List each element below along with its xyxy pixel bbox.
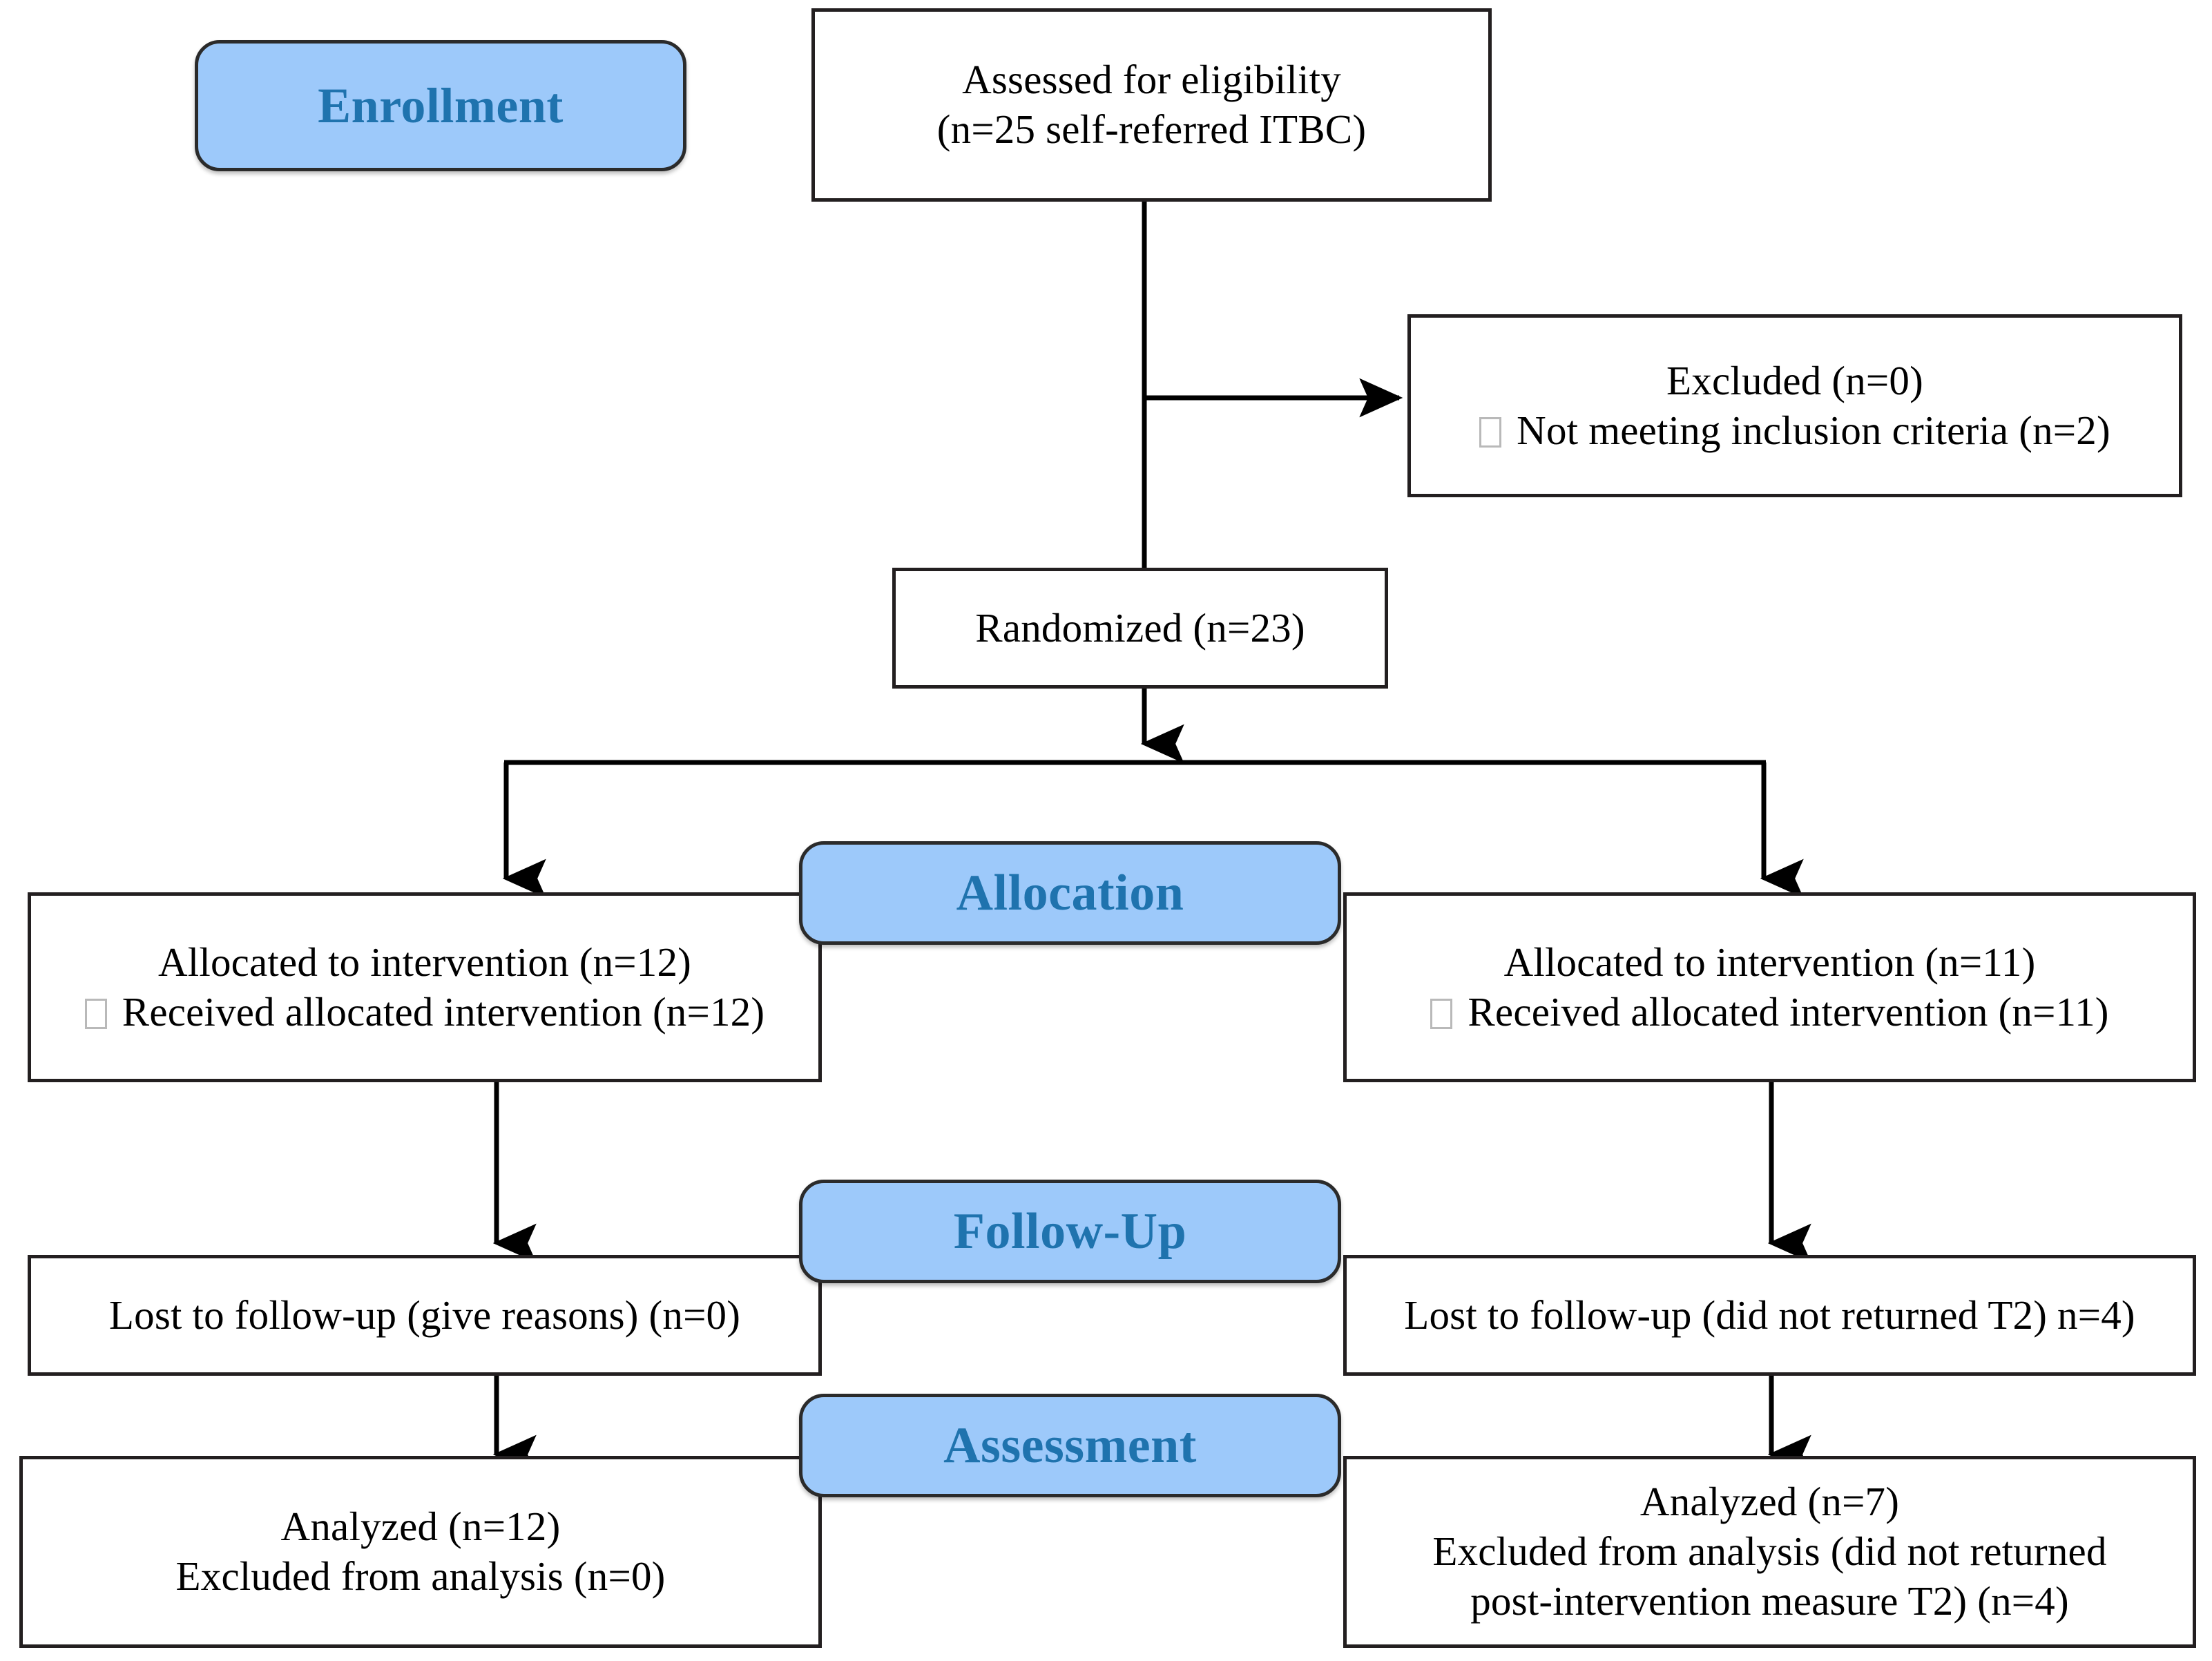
stage-label-follow-up: Follow-Up (799, 1180, 1341, 1283)
analyzed-right-line-3: post-intervention measure T2) (n=4) (1470, 1577, 2069, 1624)
analyzed-left-line-1: Analyzed (n=12) (280, 1504, 561, 1550)
allocated-right-line-2: Received allocated intervention (n=11) (1468, 988, 2109, 1035)
node-excluded: Excluded (n=0) Not meeting inclusion cri… (1407, 314, 2182, 497)
stage-label-assessment: Assessment (799, 1394, 1341, 1497)
node-followup-left: Lost to follow-up (give reasons) (n=0) (28, 1255, 822, 1376)
assessed-line-2: (n=25 self-referred ITBC) (936, 106, 1367, 152)
node-allocated-right: Allocated to intervention (n=11) Receive… (1343, 892, 2196, 1082)
assessed-line-1: Assessed for eligibility (962, 57, 1341, 103)
randomized-line-1: Randomized (n=23) (975, 604, 1305, 651)
node-followup-right: Lost to follow-up (did not returned T2) … (1343, 1255, 2196, 1376)
node-assessed-for-eligibility: Assessed for eligibility (n=25 self-refe… (811, 8, 1492, 202)
node-analyzed-left: Analyzed (n=12) Excluded from analysis (… (19, 1456, 822, 1648)
stage-label-allocation: Allocation (799, 841, 1341, 945)
allocated-left-line-1: Allocated to intervention (n=12) (157, 939, 692, 985)
followup-left-line-1: Lost to follow-up (give reasons) (n=0) (108, 1292, 741, 1338)
bullet-tofu-icon (84, 998, 107, 1029)
bullet-tofu-icon (1430, 998, 1453, 1029)
bullet-tofu-icon (1479, 416, 1502, 448)
stage-allocation-text: Allocation (956, 864, 1184, 921)
stage-assessment-text: Assessment (943, 1417, 1197, 1474)
allocated-left-line-2: Received allocated intervention (n=12) (122, 988, 765, 1035)
analyzed-right-line-2: Excluded from analysis (did not returned (1432, 1528, 2107, 1575)
node-analyzed-right: Analyzed (n=7) Excluded from analysis (d… (1343, 1456, 2196, 1648)
analyzed-left-line-2: Excluded from analysis (n=0) (175, 1553, 666, 1599)
excluded-line-1: Excluded (n=0) (1666, 357, 1923, 403)
stage-followup-text: Follow-Up (953, 1202, 1187, 1260)
allocated-right-line-1: Allocated to intervention (n=11) (1503, 939, 2036, 985)
allocated-left-line-2-row: Received allocated intervention (n=12) (84, 988, 765, 1037)
node-randomized: Randomized (n=23) (892, 568, 1388, 689)
stage-enrollment-text: Enrollment (318, 77, 564, 133)
allocated-right-line-2-row: Received allocated intervention (n=11) (1430, 988, 2108, 1037)
excluded-line-2: Not meeting inclusion criteria (n=2) (1517, 407, 2110, 453)
followup-right-line-1: Lost to follow-up (did not returned T2) … (1404, 1292, 2135, 1338)
excluded-line-2-row: Not meeting inclusion criteria (n=2) (1479, 406, 2110, 456)
analyzed-right-line-1: Analyzed (n=7) (1639, 1479, 1900, 1525)
node-allocated-left: Allocated to intervention (n=12) Receive… (28, 892, 822, 1082)
stage-label-enrollment: Enrollment (195, 40, 686, 171)
